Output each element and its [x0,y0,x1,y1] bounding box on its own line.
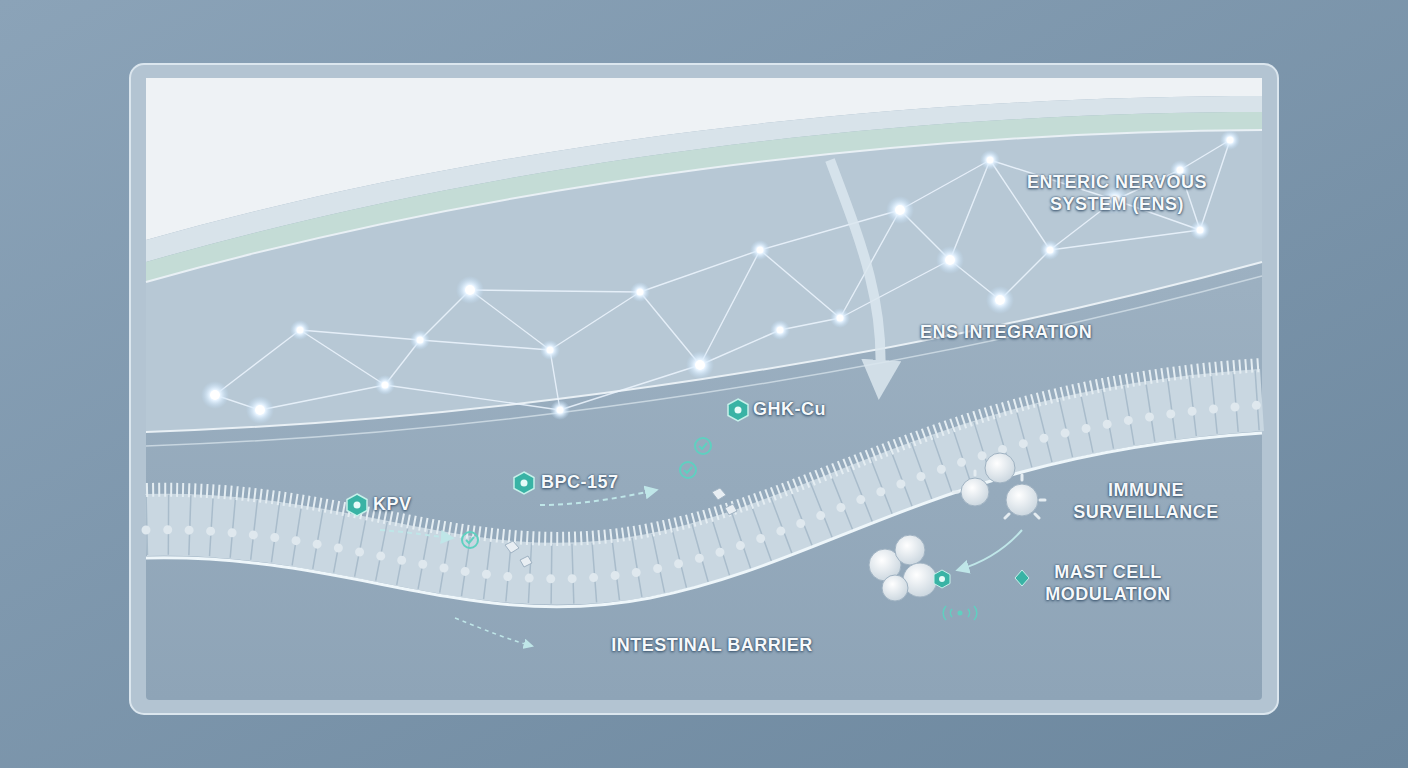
neuron [995,295,1005,305]
neuron [1047,247,1054,254]
label: ENS INTEGRATION [920,322,1092,344]
immune-cells [953,453,1045,518]
neuron-glow [290,320,310,340]
neuron-glow [375,375,395,395]
neuron [1227,137,1234,144]
label: MAST CELL MODULATION [1033,562,1183,605]
neuron-glow [750,240,770,260]
nerve-network [201,130,1240,424]
neuron-glow [456,276,484,304]
neuron-glow [410,330,430,350]
neuron [465,285,475,295]
label: BPC-157 [541,472,619,494]
neuron [547,347,554,354]
check-icons [462,438,711,548]
neuron [1197,227,1204,234]
neuron [757,247,764,254]
neuron [382,382,389,389]
label: ENTERIC NERVOUS SYSTEM (ENS) [1017,172,1217,215]
nerve-fiber [300,330,385,385]
neuron-glow [246,396,274,424]
neuron [695,360,705,370]
neuron [837,315,844,322]
nerve-fiber [550,292,640,350]
integration-arrow [830,160,881,380]
nerve-fiber [1050,230,1200,250]
nerve-fiber [215,330,300,395]
neuron [987,157,994,164]
band-edge [146,130,1262,282]
neuron [777,327,784,334]
cell-walls [146,400,1262,574]
neuron-glow [1040,240,1060,260]
label: INTESTINAL BARRIER [611,635,813,657]
delivery-arrow [380,530,452,538]
nerve-fiber [385,385,560,410]
neuron [210,390,220,400]
epithelium [146,365,1262,607]
label: IMMUNE SURVEILLANCE [1061,480,1231,523]
repair-arrow [455,618,532,646]
neuron [557,407,564,414]
neuron-glow [201,381,229,409]
neuron-glow [980,150,1000,170]
nuclei [146,405,1262,579]
neuron [945,255,955,265]
neuron [255,405,265,415]
neuron [895,205,905,215]
mast-cells [869,535,1029,620]
neuron-glow [770,320,790,340]
neuron-glow [1220,130,1240,150]
delivery-arrow [540,490,656,505]
neuron-glow [936,246,964,274]
nerve-fiber [760,210,900,250]
nerve-fiber [640,250,760,292]
microvilli [146,365,1262,539]
panel [130,64,1278,714]
nerve-fiber [640,292,700,365]
nerve-fiber [300,330,420,340]
neuron [637,289,644,296]
ens-band [146,130,1262,432]
nerve-fiber [470,290,550,350]
nerve-fiber [840,260,950,318]
signal-arrow [958,530,1022,570]
epithelial-band [146,400,1262,574]
basement-membrane [146,433,1262,607]
neuron-glow [886,196,914,224]
neuron-glow [686,351,714,379]
fragments [505,488,737,567]
nerve-fiber [470,290,640,292]
nerve-fiber [420,340,550,350]
neuron-glow [1190,220,1210,240]
panel-inner [146,78,1262,700]
nerve-fiber [260,385,385,410]
neuron-glow [550,400,570,420]
neuron-glow [830,308,850,328]
nerve-fiber [560,365,700,410]
nerve-fiber [900,160,990,210]
neuron-glow [540,340,560,360]
neuron [297,327,304,334]
peptide-icons [347,399,748,516]
label: KPV [373,494,412,516]
neuron [417,337,424,344]
neuron-glow [986,286,1014,314]
nerve-fiber [950,160,990,260]
neuron-glow [630,282,650,302]
label: GHK-Cu [753,399,826,421]
nerve-fiber [760,250,840,318]
